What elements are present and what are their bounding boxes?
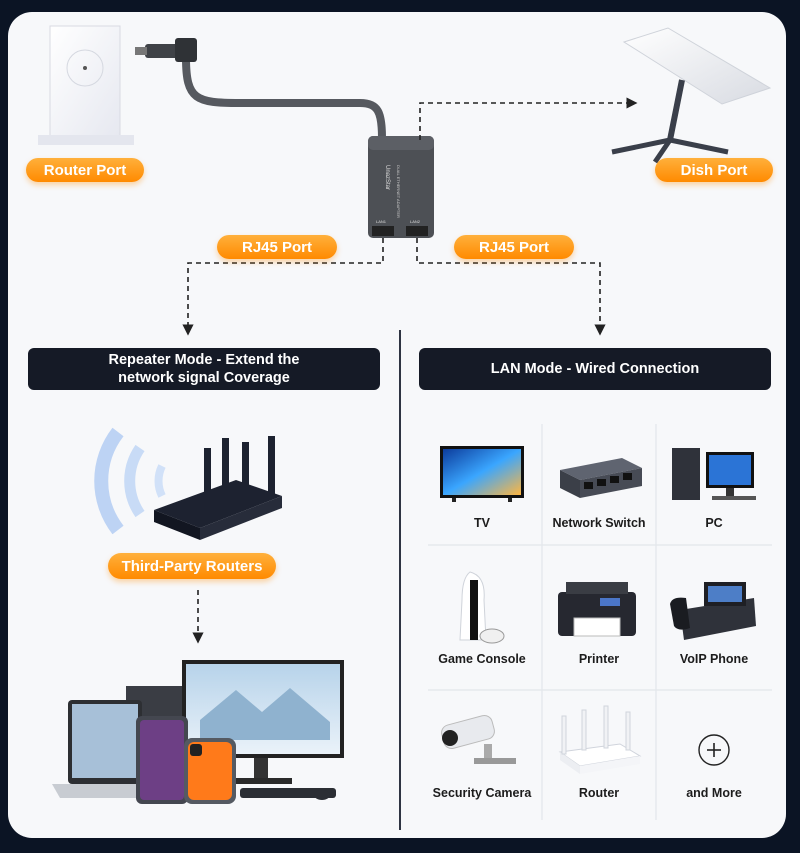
printer-icon — [558, 582, 636, 637]
voip-phone-icon — [670, 582, 756, 640]
device-label-voip-phone: VoIP Phone — [679, 652, 749, 666]
adapter-icon: UnazStar DUAL ETHERNET ADAPTER LAN1 LAN2 — [368, 136, 434, 238]
wifi-router-icon — [94, 427, 282, 540]
lan-mode-banner: LAN Mode - Wired Connection — [419, 348, 771, 390]
device-label-and-more: and More — [686, 786, 742, 800]
pc-icon — [672, 448, 756, 500]
device-label-security-camera: Security Camera — [432, 786, 532, 800]
wall-router-icon — [38, 25, 134, 145]
tv-icon — [440, 446, 524, 502]
router-port-label: Router Port — [26, 158, 144, 182]
cable-icon — [135, 38, 386, 139]
device-label-router: Router — [578, 786, 620, 800]
dish-port-label: Dish Port — [655, 158, 773, 182]
device-label-printer: Printer — [578, 652, 620, 666]
security-camera-icon — [441, 714, 516, 764]
device-label-pc: PC — [705, 516, 723, 530]
devices-cluster-icon — [52, 660, 344, 804]
plus-icon — [698, 734, 730, 766]
network-switch-icon — [560, 458, 642, 498]
rj45-port-right-label: RJ45 Port — [454, 235, 574, 259]
adapter-lan2-label: LAN2 — [410, 219, 421, 224]
third-party-routers-label: Third-Party Routers — [108, 553, 276, 579]
rj45-port-left-label: RJ45 Port — [217, 235, 337, 259]
repeater-banner-line2: network signal Coverage — [118, 370, 290, 386]
adapter-brand: UnazStar — [384, 165, 390, 190]
router-icon — [558, 705, 642, 774]
device-label-game-console: Game Console — [438, 652, 526, 666]
repeater-banner-line1: Repeater Mode - Extend the — [108, 352, 300, 368]
repeater-mode-banner: Repeater Mode - Extend the network signa… — [28, 348, 380, 390]
device-label-tv: TV — [474, 516, 490, 530]
adapter-product: DUAL ETHERNET ADAPTER — [396, 165, 401, 218]
device-grid-lines — [428, 424, 772, 820]
satellite-dish-icon — [611, 27, 772, 164]
connection-lines — [182, 97, 638, 644]
device-label-network-switch: Network Switch — [552, 516, 646, 530]
game-console-icon — [459, 571, 505, 644]
adapter-lan1-label: LAN1 — [376, 219, 387, 224]
